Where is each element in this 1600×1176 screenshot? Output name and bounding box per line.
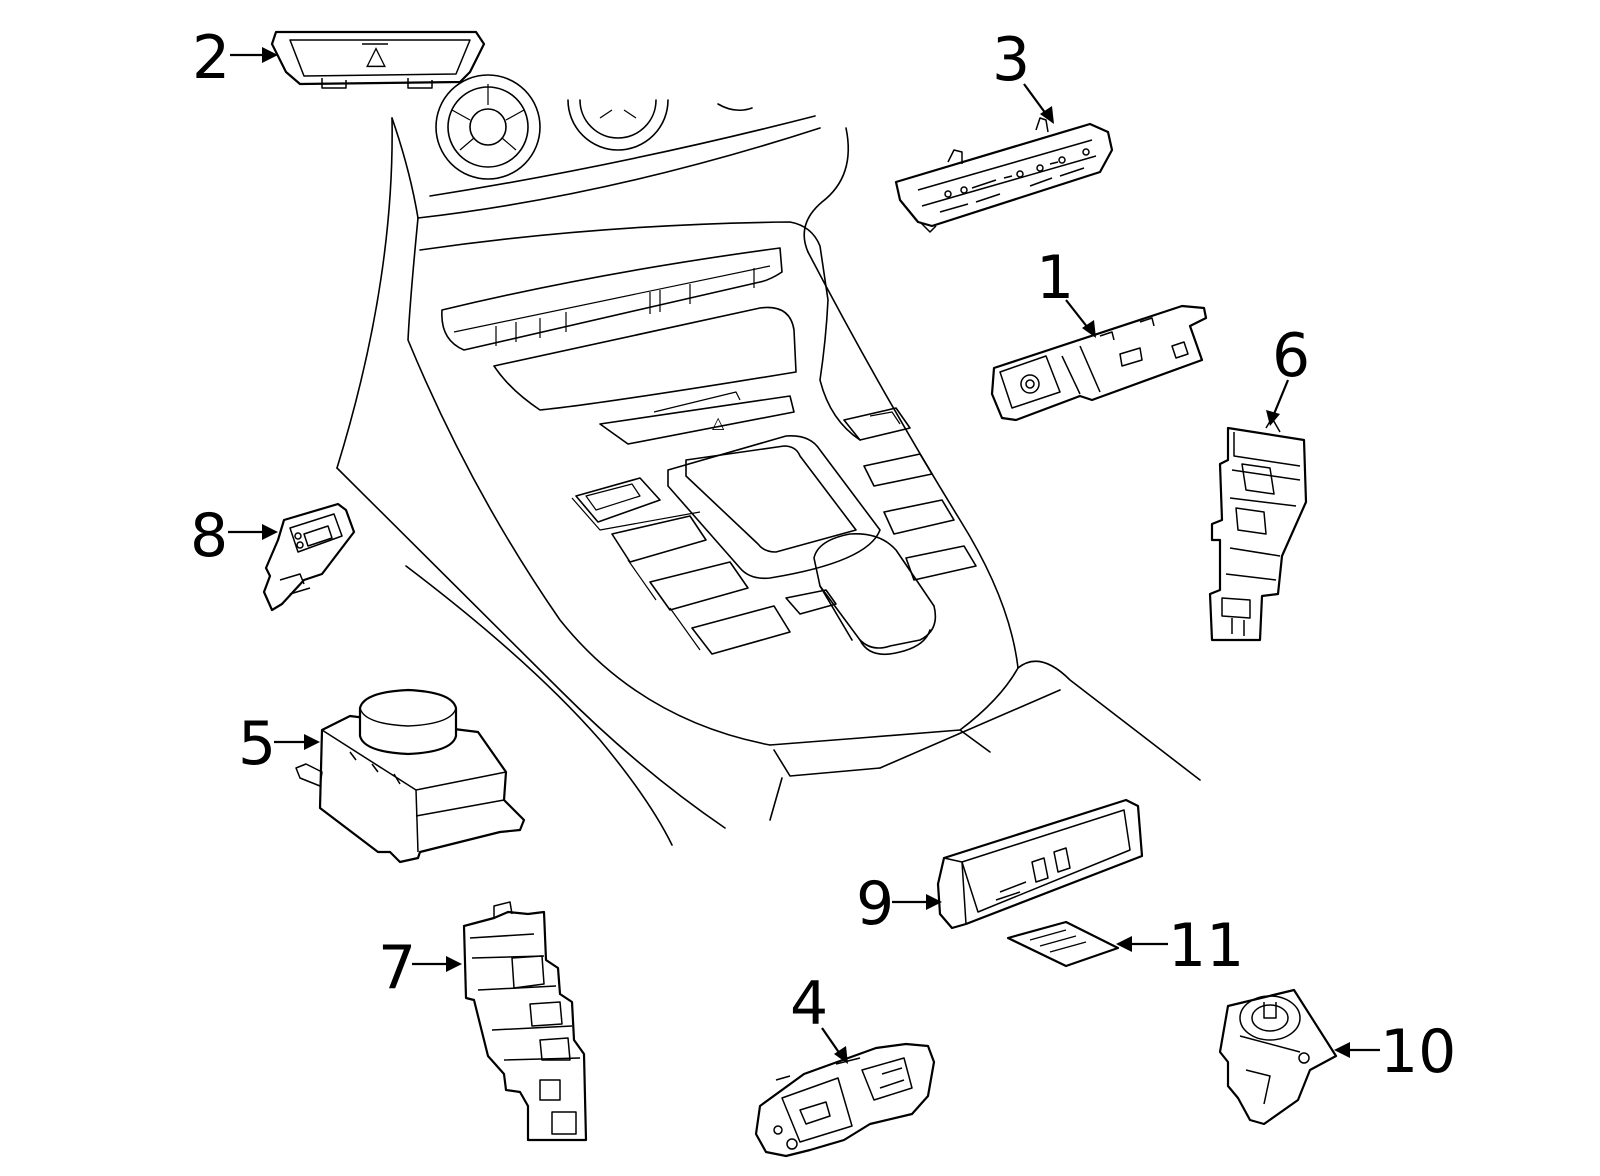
part-5-controller-knob bbox=[295, 688, 526, 864]
center-console-drawing: △ bbox=[336, 74, 1201, 846]
callout-labels: 2 3 1 6 8 5 7 4 9 11 10 bbox=[190, 23, 1456, 1087]
callout-10: 10 bbox=[1380, 1017, 1456, 1087]
callout-7: 7 bbox=[378, 933, 416, 1003]
part-8-usb-port bbox=[262, 502, 356, 612]
part-10-control-knob bbox=[1218, 988, 1338, 1126]
callout-8: 8 bbox=[190, 501, 228, 571]
callout-leaders bbox=[228, 47, 1380, 1064]
callout-2: 2 bbox=[192, 23, 230, 93]
part-6-column-switch bbox=[1208, 417, 1308, 642]
part-4-overhead-unit bbox=[754, 1042, 936, 1158]
hazard-triangle-icon: △ bbox=[366, 41, 386, 71]
part-1-switch-module bbox=[990, 304, 1208, 422]
part-3-climate-panel bbox=[894, 117, 1114, 233]
callout-11: 11 bbox=[1168, 911, 1244, 981]
callout-3: 3 bbox=[992, 25, 1030, 95]
part-11-label-sheet bbox=[1006, 920, 1120, 968]
air-vent-left bbox=[435, 74, 541, 180]
callout-1: 1 bbox=[1036, 243, 1074, 313]
console-hazard-symbol: △ bbox=[712, 413, 725, 432]
part-7-stalk-switch bbox=[462, 901, 588, 1142]
callout-6: 6 bbox=[1272, 321, 1310, 391]
part-2-hazard-switch: △ bbox=[270, 30, 486, 89]
part-9-switch-bank bbox=[936, 798, 1144, 930]
callout-4: 4 bbox=[790, 969, 828, 1039]
callout-5: 5 bbox=[238, 709, 276, 779]
air-vent-right bbox=[567, 99, 669, 151]
callout-9: 9 bbox=[856, 869, 894, 939]
